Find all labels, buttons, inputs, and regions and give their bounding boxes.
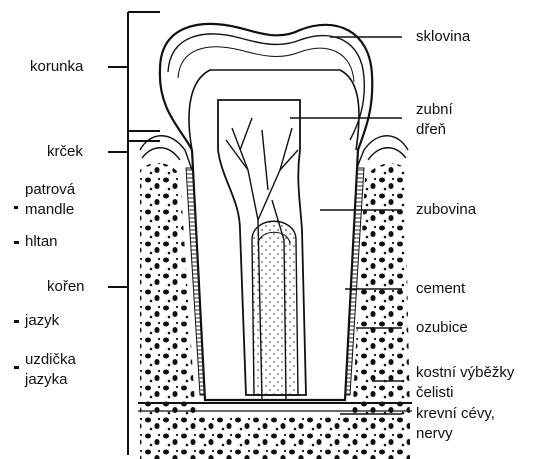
label-patrova-line1: patrová [25,181,75,199]
label-zubni-line2: dřeň [416,121,446,139]
label-kostni-line1: kostní výběžky [416,364,514,382]
label-ozubice: ozubice [416,319,468,337]
label-korunka: korunka [30,58,83,76]
label-zubovina: zubovina [416,201,476,219]
label-cement: cement [416,280,465,298]
label-patrova-line2: mandle [25,201,74,219]
label-kostni-line2: čelisti [416,384,454,402]
label-uzdicka-line2: jazyka [25,371,68,389]
label-uzdicka-line1: uzdička [25,351,76,369]
label-sklovina: sklovina [416,28,470,46]
label-krcek: krček [47,143,83,161]
label-zubni-line1: zubní [416,101,453,119]
label-koren: kořen [47,278,85,296]
label-krevni-line2: nervy [416,425,453,443]
left-markers [14,206,19,369]
label-jazyk: jazyk [25,312,59,330]
label-hltan: hltan [25,233,58,251]
label-krevni-line1: krevní cévy, [416,405,495,423]
